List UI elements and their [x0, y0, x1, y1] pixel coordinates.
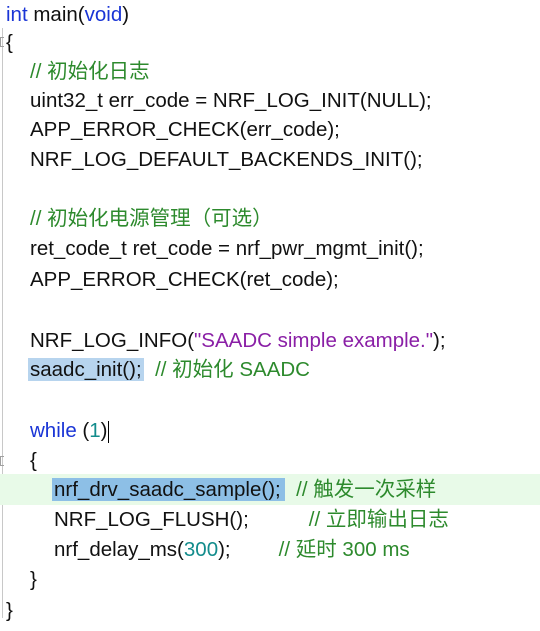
number-literal: 300: [183, 538, 219, 561]
code-line-9[interactable]: APP_ERROR_CHECK(ret_code);: [30, 265, 339, 295]
code-line-16[interactable]: nrf_delay_ms(300); // 延时 300 ms: [54, 535, 410, 565]
string-literal: "SAADC simple example.": [194, 329, 434, 352]
comment: // 初始化 SAADC: [155, 358, 310, 381]
code-text: NRF_LOG_DEFAULT_BACKENDS_INIT();: [30, 148, 423, 171]
code-line-1[interactable]: int main(void): [6, 0, 129, 30]
code-line-15[interactable]: NRF_LOG_FLUSH(); // 立即输出日志: [54, 505, 449, 535]
fold-marker-main[interactable]: [0, 37, 4, 47]
code-line-12[interactable]: while (1): [30, 416, 110, 446]
code-line-10[interactable]: NRF_LOG_INFO("SAADC simple example.");: [30, 326, 446, 356]
code-text: }: [6, 599, 13, 622]
code-text: ret_code_t ret_code = nrf_pwr_mgmt_init(…: [30, 237, 424, 260]
code-line-6[interactable]: NRF_LOG_DEFAULT_BACKENDS_INIT();: [30, 145, 423, 175]
code-line-13[interactable]: {: [30, 446, 37, 476]
selected-text[interactable]: nrf_drv_saadc_sample();: [52, 478, 285, 501]
keyword: int: [6, 3, 28, 26]
code-text: {: [30, 449, 37, 472]
fold-marker-while[interactable]: [0, 456, 4, 466]
code-line-7[interactable]: // 初始化电源管理（可选）: [30, 204, 273, 234]
code-text: NRF_LOG_INFO(: [30, 329, 195, 352]
code-line-2[interactable]: {: [6, 28, 13, 58]
code-text: }: [30, 568, 37, 591]
code-line-4[interactable]: uint32_t err_code = NRF_LOG_INIT(NULL);: [30, 86, 432, 116]
code-line-8[interactable]: ret_code_t ret_code = nrf_pwr_mgmt_init(…: [30, 234, 424, 264]
code-text: uint32_t err_code = NRF_LOG_INIT(NULL);: [30, 89, 432, 112]
comment: // 延时 300 ms: [278, 538, 410, 561]
code-text: main(: [27, 3, 85, 26]
comment: // 初始化电源管理（可选）: [30, 207, 273, 230]
code-text: ): [100, 419, 108, 442]
code-text: );: [218, 538, 231, 561]
comment: // 触发一次采样: [296, 478, 437, 501]
code-line-17[interactable]: }: [30, 565, 37, 595]
comment: // 立即输出日志: [308, 508, 449, 531]
code-line-11[interactable]: saadc_init(); // 初始化 SAADC: [28, 355, 310, 385]
code-text: nrf_delay_ms(: [54, 538, 184, 561]
fold-guide: [2, 28, 3, 618]
code-line-18[interactable]: }: [6, 596, 13, 626]
code-text: {: [6, 31, 13, 54]
code-text: APP_ERROR_CHECK(err_code);: [30, 118, 340, 141]
code-text: NRF_LOG_FLUSH();: [54, 508, 249, 531]
code-text: ): [122, 3, 130, 26]
comment: // 初始化日志: [30, 60, 150, 83]
number-literal: 1: [89, 419, 101, 442]
code-text: APP_ERROR_CHECK(ret_code);: [30, 268, 339, 291]
code-text: (: [76, 419, 90, 442]
keyword: void: [84, 3, 123, 26]
text-caret: [108, 420, 110, 443]
code-text: );: [433, 329, 446, 352]
keyword: while: [30, 419, 77, 442]
code-line-3[interactable]: // 初始化日志: [30, 57, 150, 87]
selected-text[interactable]: saadc_init();: [28, 358, 144, 381]
code-line-14[interactable]: nrf_drv_saadc_sample(); // 触发一次采样: [52, 475, 436, 505]
code-line-5[interactable]: APP_ERROR_CHECK(err_code);: [30, 115, 340, 145]
